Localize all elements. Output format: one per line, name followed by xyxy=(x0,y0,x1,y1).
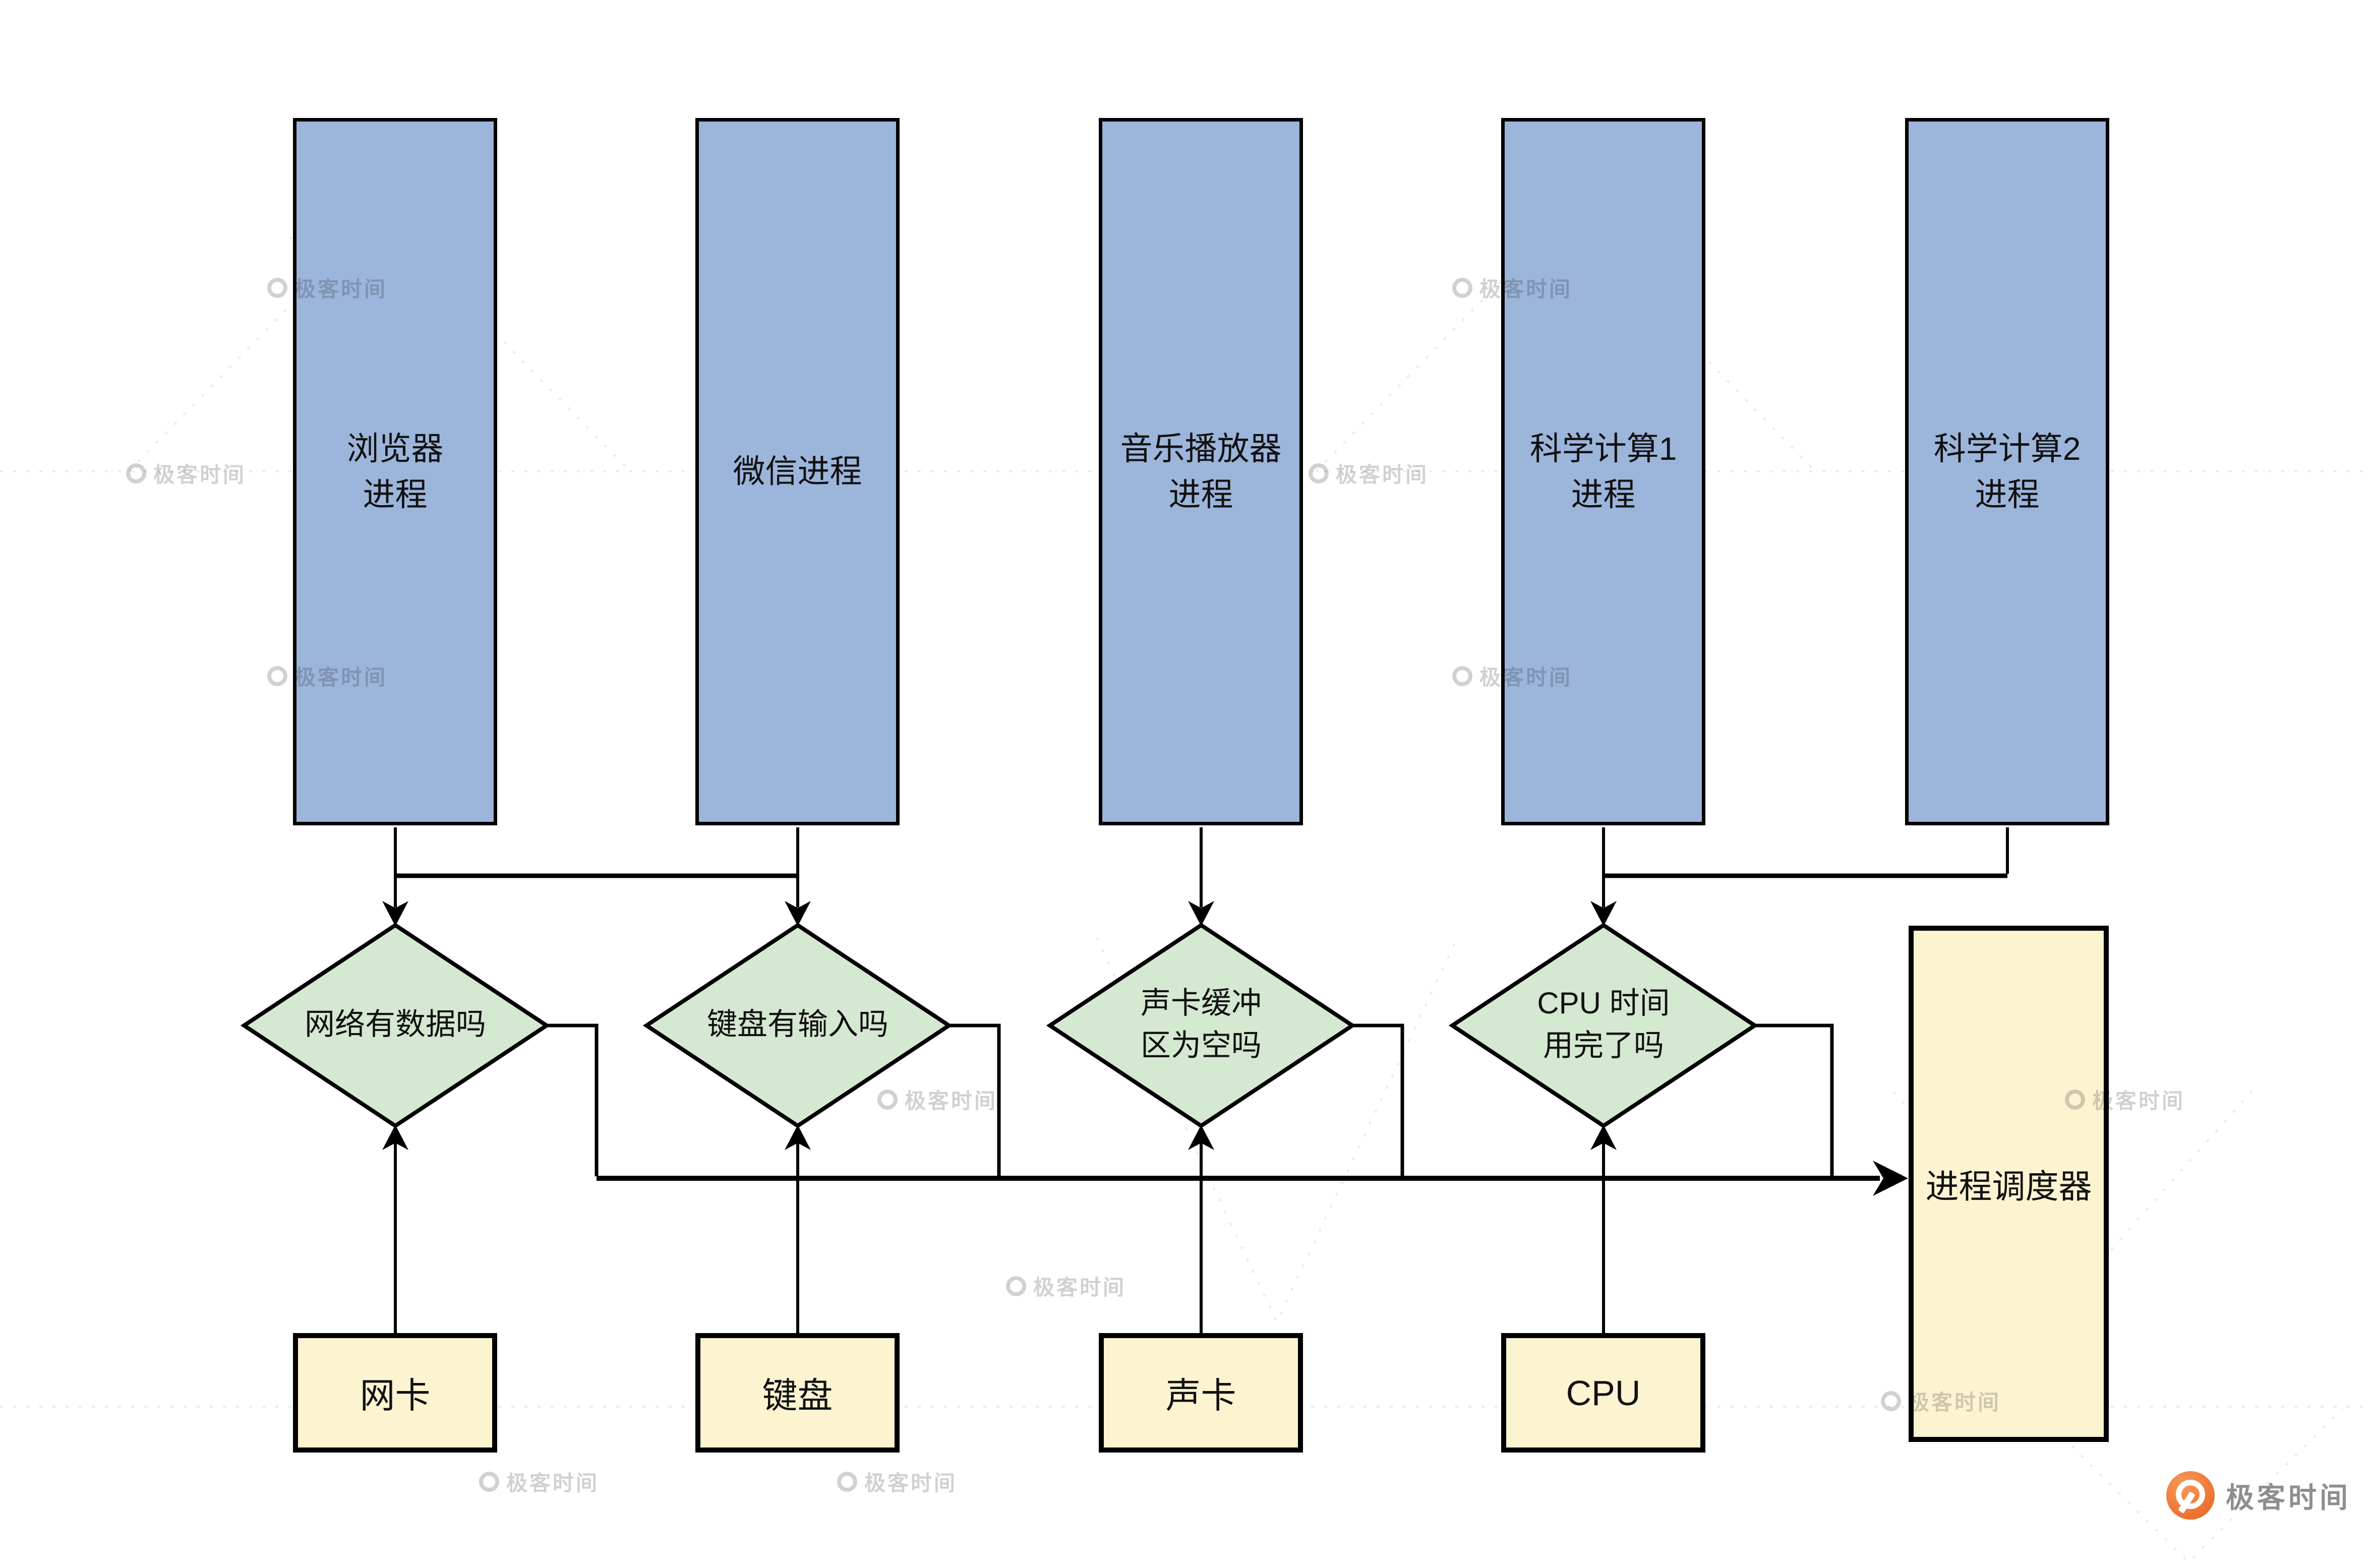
watermark: 极客时间 xyxy=(1452,272,1572,303)
elbow-line xyxy=(1352,1023,1404,1176)
device-to-decision-connectors xyxy=(394,1140,1605,1333)
decision-label-cpu-time: CPU 时间 用完了吗 xyxy=(1537,986,1670,1062)
watermark-text: 极客时间 xyxy=(506,1471,600,1495)
elbow-line xyxy=(547,1023,599,1176)
elbow-line xyxy=(949,1023,1001,1176)
process-box-sci-compute2: 科学计算2 进程 xyxy=(1905,118,2109,825)
geektime-badge-icon xyxy=(267,666,287,686)
geektime-badge-icon xyxy=(877,1089,898,1110)
watermark-text: 极客时间 xyxy=(153,463,247,487)
arrowhead-into-scheduler xyxy=(1873,1161,1908,1196)
watermark: 极客时间 xyxy=(1006,1271,1126,1301)
device-box-sound-card: 声卡 xyxy=(1099,1333,1303,1453)
process-box-wechat: 微信进程 xyxy=(695,118,900,825)
watermark: 极客时间 xyxy=(267,660,387,691)
device-box-cpu: CPU xyxy=(1501,1333,1705,1453)
watermark-text: 极客时间 xyxy=(905,1089,998,1113)
down-arrowheads xyxy=(382,901,1617,926)
geektime-brand: 极客时间 xyxy=(2166,1471,2351,1520)
watermark-text: 极客时间 xyxy=(1033,1276,1126,1299)
watermark-text: 极客时间 xyxy=(864,1471,958,1495)
watermark: 极客时间 xyxy=(267,272,387,303)
decision-to-bus-elbows xyxy=(547,1023,1834,1176)
watermark-text: 极客时间 xyxy=(1479,277,1573,301)
decision-label-network: 网络有数据吗 xyxy=(305,1007,486,1041)
watermark: 极客时间 xyxy=(479,1466,599,1497)
watermark-text: 极客时间 xyxy=(294,277,388,301)
process-box-music-player: 音乐播放器 进程 xyxy=(1099,118,1303,825)
decision-label-soundcard: 声卡缓冲 区为空吗 xyxy=(1141,986,1262,1062)
watermark-text: 极客时间 xyxy=(1908,1391,2001,1414)
watermark: 极客时间 xyxy=(1452,660,1572,691)
elbow-line xyxy=(1755,1023,1834,1176)
watermark: 极客时间 xyxy=(877,1084,997,1115)
watermark: 极客时间 xyxy=(2065,1084,2185,1115)
device-box-network-card: 网卡 xyxy=(293,1333,497,1453)
device-box-keyboard: 键盘 xyxy=(695,1333,900,1453)
geektime-badge-icon xyxy=(2065,1089,2085,1110)
watermark-text: 极客时间 xyxy=(2092,1089,2185,1113)
geektime-badge-icon xyxy=(837,1471,857,1492)
watermark: 极客时间 xyxy=(837,1466,957,1497)
process-box-browser: 浏览器 进程 xyxy=(293,118,497,825)
process-box-sci-compute1: 科学计算1 进程 xyxy=(1501,118,1705,825)
geektime-badge-icon xyxy=(479,1471,499,1492)
up-arrowheads xyxy=(382,1125,1617,1150)
watermark-text: 极客时间 xyxy=(1336,463,1429,487)
arrowhead xyxy=(1188,1125,1214,1150)
brand-name: 极客时间 xyxy=(2226,1481,2351,1514)
arrowhead xyxy=(1590,901,1617,926)
arrowhead xyxy=(382,901,408,926)
arrowhead xyxy=(382,1125,408,1150)
geektime-badge-icon xyxy=(1452,666,1472,686)
scheduler-box: 进程调度器 xyxy=(1909,926,2109,1442)
geektime-badge-icon xyxy=(1452,277,1472,298)
arrowhead xyxy=(785,1125,811,1150)
watermark: 极客时间 xyxy=(1881,1385,2001,1416)
arrowhead xyxy=(785,901,811,926)
geektime-badge-icon xyxy=(1006,1276,1026,1296)
watermark-text: 极客时间 xyxy=(294,666,388,689)
watermark: 极客时间 xyxy=(126,458,246,489)
arrowhead xyxy=(1188,901,1214,926)
geektime-badge-icon xyxy=(1881,1391,1901,1411)
process-to-decision-connectors xyxy=(394,827,2009,908)
watermark: 极客时间 xyxy=(1309,458,1429,489)
geektime-badge-icon xyxy=(267,277,287,298)
decision-label-keyboard: 键盘有输入吗 xyxy=(707,1007,888,1041)
geektime-badge-icon xyxy=(1309,463,1329,484)
watermark-text: 极客时间 xyxy=(1479,666,1573,689)
geektime-logo-icon xyxy=(2166,1471,2215,1520)
arrowhead xyxy=(1590,1125,1617,1150)
geektime-badge-icon xyxy=(126,463,146,484)
